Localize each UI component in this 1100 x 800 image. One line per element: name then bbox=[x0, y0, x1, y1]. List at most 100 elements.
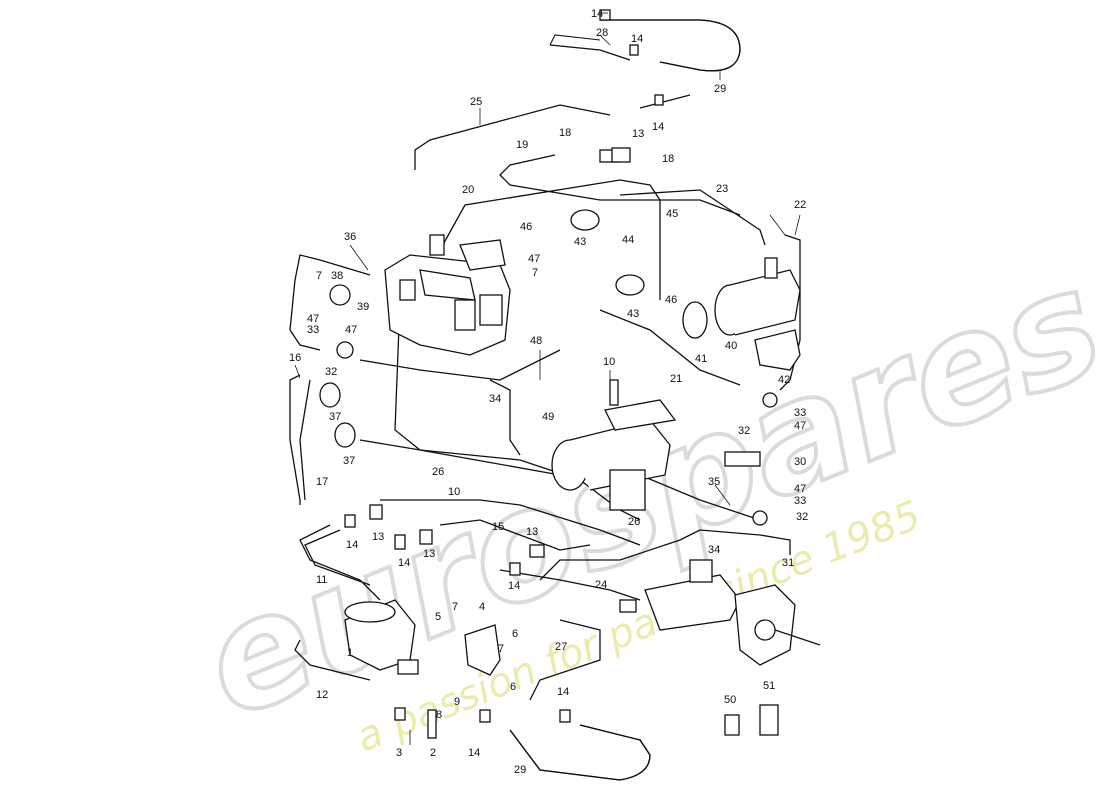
callout-label: 46 bbox=[520, 221, 532, 233]
callout-label: 12 bbox=[316, 689, 328, 701]
callout-label: 37 bbox=[343, 455, 355, 467]
callout-label: 44 bbox=[622, 234, 634, 246]
callout-label: 32 bbox=[796, 511, 808, 523]
callout-label: 33 bbox=[794, 407, 806, 419]
callout-label: 29 bbox=[714, 83, 726, 95]
leader-lines bbox=[294, 12, 801, 745]
clamp bbox=[682, 301, 708, 339]
callout-label: 49 bbox=[542, 411, 554, 423]
callout-label: 10 bbox=[603, 356, 615, 368]
accumulator bbox=[551, 379, 677, 511]
callout-label: 11 bbox=[316, 574, 327, 586]
callout-label: 33 bbox=[794, 495, 806, 507]
callout-label: 22 bbox=[794, 199, 806, 211]
callout-label: 42 bbox=[778, 374, 790, 386]
callout-label: 7 bbox=[532, 267, 538, 279]
callout-label: 29 bbox=[514, 764, 526, 776]
pump bbox=[714, 257, 801, 336]
callout-label: 13 bbox=[526, 526, 538, 538]
callout-label: 43 bbox=[627, 308, 639, 320]
callout-label: 9 bbox=[454, 696, 460, 708]
callout-label: 6 bbox=[510, 681, 516, 693]
callout-label: 17 bbox=[316, 476, 328, 488]
bracket bbox=[754, 329, 801, 371]
callout-label: 28 bbox=[596, 27, 608, 39]
callout-label: 50 bbox=[724, 694, 736, 706]
callout-label: 48 bbox=[530, 335, 542, 347]
clip-50 bbox=[724, 714, 740, 736]
callout-label: 13 bbox=[372, 531, 384, 543]
callout-label: 7 bbox=[498, 643, 504, 655]
callout-label: 21 bbox=[670, 373, 682, 385]
mount-bracket bbox=[464, 624, 501, 676]
sensor-37a bbox=[319, 382, 341, 408]
callout-label: 14 bbox=[652, 121, 664, 133]
components bbox=[319, 9, 821, 739]
callout-label: 40 bbox=[725, 340, 737, 352]
callout-label: 26 bbox=[432, 466, 444, 478]
callout-label: 47 bbox=[345, 324, 357, 336]
callout-label: 2 bbox=[430, 747, 436, 759]
callout-label: 13 bbox=[632, 128, 644, 140]
callout-label: 14 bbox=[508, 580, 520, 592]
callout-label: 14 bbox=[557, 686, 569, 698]
callout-label: 43 bbox=[574, 236, 586, 248]
callout-label: 14 bbox=[468, 747, 480, 759]
callout-label: 35 bbox=[708, 476, 720, 488]
sensor-37b bbox=[334, 422, 356, 448]
sensor-43b bbox=[615, 274, 645, 296]
callout-label: 14 bbox=[398, 557, 410, 569]
callout-label: 15 bbox=[492, 521, 504, 533]
callout-label: 34 bbox=[708, 544, 720, 556]
callout-label: 5 bbox=[435, 611, 441, 623]
callout-label: 23 bbox=[716, 183, 728, 195]
callout-label: 25 bbox=[470, 96, 482, 108]
callout-label: 14 bbox=[346, 539, 358, 551]
callout-label: 51 bbox=[763, 680, 775, 692]
callout-label: 39 bbox=[357, 301, 369, 313]
callout-label: 26 bbox=[628, 516, 640, 528]
callout-label: 19 bbox=[516, 139, 528, 151]
callout-label: 41 bbox=[695, 353, 707, 365]
callout-label: 24 bbox=[595, 579, 607, 591]
callout-label: 34 bbox=[489, 393, 501, 405]
hydraulic-unit bbox=[384, 234, 511, 356]
callout-label: 31 bbox=[782, 557, 794, 569]
callout-label: 32 bbox=[325, 366, 337, 378]
callout-label: 20 bbox=[462, 184, 474, 196]
callout-label: 4 bbox=[479, 601, 485, 613]
callout-label: 47 bbox=[307, 313, 319, 325]
callout-label: 36 bbox=[344, 231, 356, 243]
callout-label: 18 bbox=[559, 127, 571, 139]
callout-label: 47 bbox=[528, 253, 540, 265]
master-cylinder bbox=[644, 559, 821, 666]
callout-label: 33 bbox=[307, 324, 319, 336]
callout-label: 7 bbox=[452, 601, 458, 613]
callout-label: 10 bbox=[448, 486, 460, 498]
callout-label: 30 bbox=[794, 456, 806, 468]
callout-label: 13 bbox=[423, 548, 435, 560]
callout-label: 45 bbox=[666, 208, 678, 220]
callout-label: 46 bbox=[665, 294, 677, 306]
brake-lines bbox=[289, 19, 801, 781]
callout-label: 32 bbox=[738, 425, 750, 437]
callout-label: 37 bbox=[329, 411, 341, 423]
callout-label: 14 bbox=[631, 33, 643, 45]
callout-label: 18 bbox=[662, 153, 674, 165]
callout-label: 1 bbox=[347, 647, 353, 659]
callout-label: 8 bbox=[436, 709, 442, 721]
callout-label: 3 bbox=[396, 747, 402, 759]
callout-label: 38 bbox=[331, 270, 343, 282]
callout-label: 47 bbox=[794, 483, 806, 495]
sensor-43a bbox=[570, 209, 600, 231]
callout-label: 7 bbox=[316, 270, 322, 282]
callout-label: 6 bbox=[512, 628, 518, 640]
clip-51 bbox=[759, 704, 779, 736]
callout-label: 14 bbox=[591, 8, 603, 20]
callout-label: 27 bbox=[555, 641, 567, 653]
callout-labels: 14 28 14 29 25 13 14 18 19 18 20 23 22 4… bbox=[289, 8, 808, 776]
callout-label: 47 bbox=[794, 420, 806, 432]
reservoir bbox=[344, 599, 419, 675]
callout-label: 16 bbox=[289, 352, 301, 364]
